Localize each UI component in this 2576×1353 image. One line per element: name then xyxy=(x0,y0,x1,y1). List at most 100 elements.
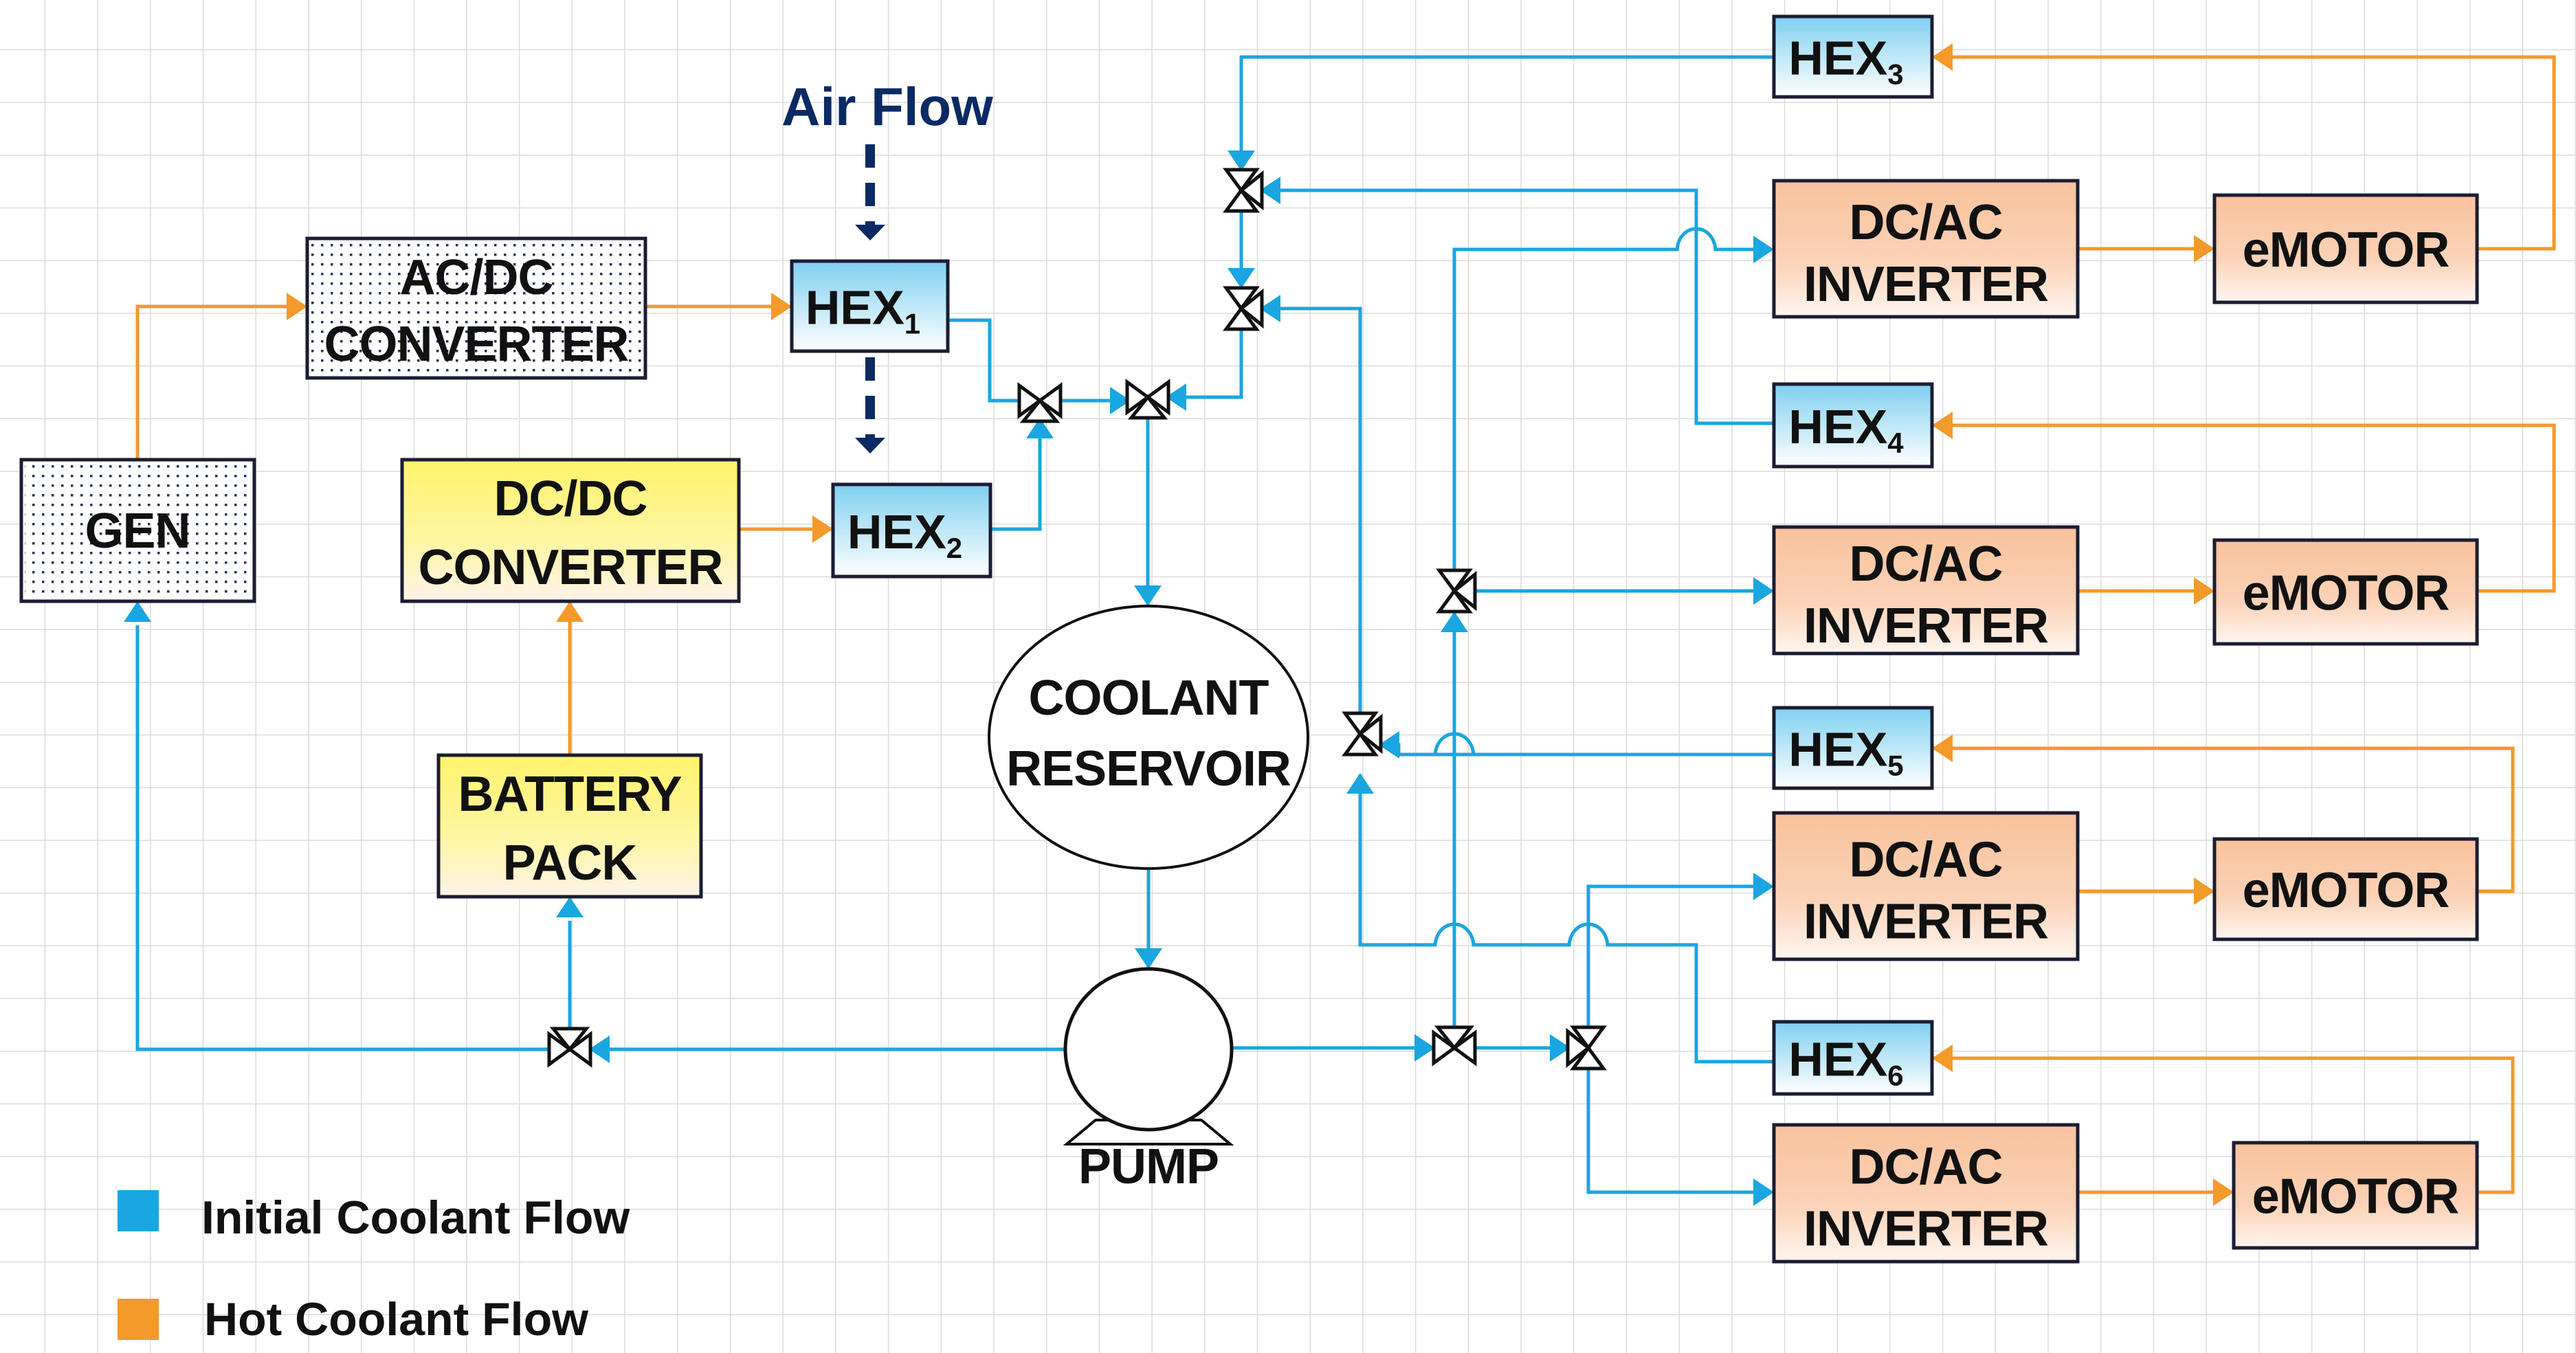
cold-flow-arrow xyxy=(1550,1034,1570,1062)
cold-flow-arrow xyxy=(1753,236,1774,263)
cold-flow-arrow xyxy=(1260,177,1280,204)
three-way-valve-hex-merge[interactable] xyxy=(1017,382,1063,423)
emotor-2[interactable]: eMOTOR xyxy=(2212,538,2479,646)
hot-flow-arrow xyxy=(2194,235,2214,262)
cold-flow-arrow xyxy=(1026,418,1054,438)
cold-flow-arrow xyxy=(556,897,584,917)
pipe-valve-to-gen xyxy=(135,625,551,1051)
hex-4-block[interactable]: HEX4 xyxy=(1772,382,1934,469)
pump[interactable]: PUMP xyxy=(1063,967,1234,1194)
three-way-valve-pump-outlet[interactable] xyxy=(1432,1025,1477,1066)
hex-2-label: HEX2 xyxy=(847,505,962,564)
emotor-4[interactable]: eMOTOR xyxy=(2232,1141,2479,1250)
dcdc-converter-block[interactable]: DC/DC CONVERTER xyxy=(400,458,741,603)
pipe-hex6-return xyxy=(1358,774,1774,1064)
hex-1-label: HEX1 xyxy=(806,281,920,340)
hot-flow-arrow xyxy=(2194,577,2214,605)
emotor-3[interactable]: eMOTOR xyxy=(2212,837,2479,941)
dcac-inverter-1[interactable]: DC/AC INVERTER xyxy=(1772,179,2080,319)
three-way-valve-hex5-hex6[interactable] xyxy=(1342,711,1383,757)
hex-3-block[interactable]: HEX3 xyxy=(1772,14,1934,99)
coolant-reservoir-label-line1: COOLANT xyxy=(1029,671,1269,726)
dcac-inverter-label-line1: DC/AC xyxy=(1850,1140,2003,1195)
pipe-gen-to-acdc xyxy=(135,304,307,460)
cold-flow-arrow xyxy=(1110,387,1131,414)
dcac-inverter-2[interactable]: DC/AC INVERTER xyxy=(1772,525,2080,656)
emotor-1[interactable]: eMOTOR xyxy=(2212,193,2479,304)
battery-pack-label-line1: BATTERY xyxy=(458,767,682,822)
three-way-valve-inverter-3-4[interactable] xyxy=(1566,1025,1607,1071)
pipe-v8-to-inverter4 xyxy=(1586,1069,1753,1194)
emotor-label: eMOTOR xyxy=(2243,223,2450,278)
pump-base xyxy=(1063,1119,1234,1145)
gen-block[interactable]: GEN xyxy=(19,458,256,603)
pipe-v8-to-inverter3 xyxy=(1586,884,1753,1027)
dcac-inverter-label-line1: DC/AC xyxy=(1850,195,2003,250)
gen-label: GEN xyxy=(85,504,190,559)
three-way-valve-hex3-hex4[interactable] xyxy=(1223,168,1264,213)
hex-3-label: HEX3 xyxy=(1788,32,1903,91)
emotor-label: eMOTOR xyxy=(2243,863,2450,918)
arrows-layer xyxy=(124,43,2234,1206)
hex-5-label: HEX5 xyxy=(1788,723,1903,782)
cold-flow-arrow xyxy=(1134,585,1162,606)
dcac-inverter-label-line2: INVERTER xyxy=(1803,1202,2048,1257)
pump-label: PUMP xyxy=(1078,1139,1219,1194)
pump-body xyxy=(1063,967,1234,1132)
emotor-label: eMOTOR xyxy=(2252,1170,2459,1225)
dcac-inverter-label-line1: DC/AC xyxy=(1850,833,2003,888)
hex-6-block[interactable]: HEX6 xyxy=(1772,1020,1934,1096)
hex-2-block[interactable]: HEX2 xyxy=(831,482,992,579)
acdc-converter-block[interactable]: AC/DC CONVERTER xyxy=(305,236,647,380)
cold-flow-arrow xyxy=(1753,873,1774,900)
dcdc-converter-label-line2: CONVERTER xyxy=(418,540,722,595)
battery-pack-block[interactable]: BATTERY PACK xyxy=(436,753,703,899)
hot-flow-arrow xyxy=(1932,1044,1953,1072)
hot-flow-arrow xyxy=(556,601,584,622)
cold-flow-arrow xyxy=(1414,1034,1435,1062)
legend-label-initial-coolant: Initial Coolant Flow xyxy=(201,1192,630,1244)
hot-flow-arrow xyxy=(2213,1178,2234,1206)
three-way-valve-battery-gen[interactable] xyxy=(547,1027,592,1068)
hex-5-block[interactable]: HEX5 xyxy=(1772,706,1934,790)
air-flow-label: Air Flow xyxy=(781,76,993,137)
dcac-inverter-label-line2: INVERTER xyxy=(1803,599,2048,653)
three-way-valve-return[interactable] xyxy=(1223,286,1264,331)
pipes-layer xyxy=(135,55,2556,1194)
pipe-hex1-to-valve xyxy=(948,318,1023,403)
pipe-hex2-to-valve xyxy=(990,421,1042,531)
pipe-v6-to-v4 xyxy=(1260,306,1362,715)
dcac-inverter-label-line1: DC/AC xyxy=(1850,537,2003,592)
cold-flow-arrow xyxy=(1228,150,1255,171)
valves-layer xyxy=(547,168,1607,1071)
pipe-emotor-to-hex-3 xyxy=(1932,55,2556,251)
cold-flow-arrow xyxy=(1260,295,1280,322)
dcac-inverter-label-line2: INVERTER xyxy=(1803,257,2048,312)
hex-1-block[interactable]: HEX1 xyxy=(790,259,950,353)
coolant-reservoir-label-line2: RESERVOIR xyxy=(1006,741,1291,796)
cold-flow-arrow xyxy=(589,1036,610,1063)
legend: Initial Coolant Flow Hot Coolant Flow xyxy=(118,1190,630,1345)
cold-flow-arrow xyxy=(1228,268,1255,289)
cold-flow-arrow xyxy=(1135,948,1162,969)
hot-flow-arrow xyxy=(1932,735,1953,762)
three-way-valve-reservoir-inlet[interactable] xyxy=(1125,379,1170,420)
hot-flow-arrow xyxy=(287,293,307,320)
cold-flow-arrow xyxy=(1166,383,1186,411)
hot-flow-arrow xyxy=(771,293,792,320)
dcdc-converter-label-line1: DC/DC xyxy=(494,471,647,526)
emotor-label: eMOTOR xyxy=(2243,566,2450,621)
dcac-inverter-4[interactable]: DC/AC INVERTER xyxy=(1772,1123,2080,1264)
battery-pack-label-line2: PACK xyxy=(503,836,638,891)
pipe-emotor-to-hex-4 xyxy=(1932,423,2556,593)
hex-6-label: HEX6 xyxy=(1788,1033,1903,1092)
legend-swatch-hot-coolant xyxy=(118,1299,159,1340)
cold-flow-arrow xyxy=(124,601,151,622)
three-way-valve-inverter-1-2[interactable] xyxy=(1436,568,1477,614)
pipe-emotor-to-hex-5 xyxy=(1932,746,2515,893)
pipe-v5-to-inverter1 xyxy=(1452,227,1753,570)
coolant-reservoir[interactable]: COOLANT RESERVOIR xyxy=(988,605,1309,870)
hot-flow-arrow xyxy=(2194,877,2214,905)
